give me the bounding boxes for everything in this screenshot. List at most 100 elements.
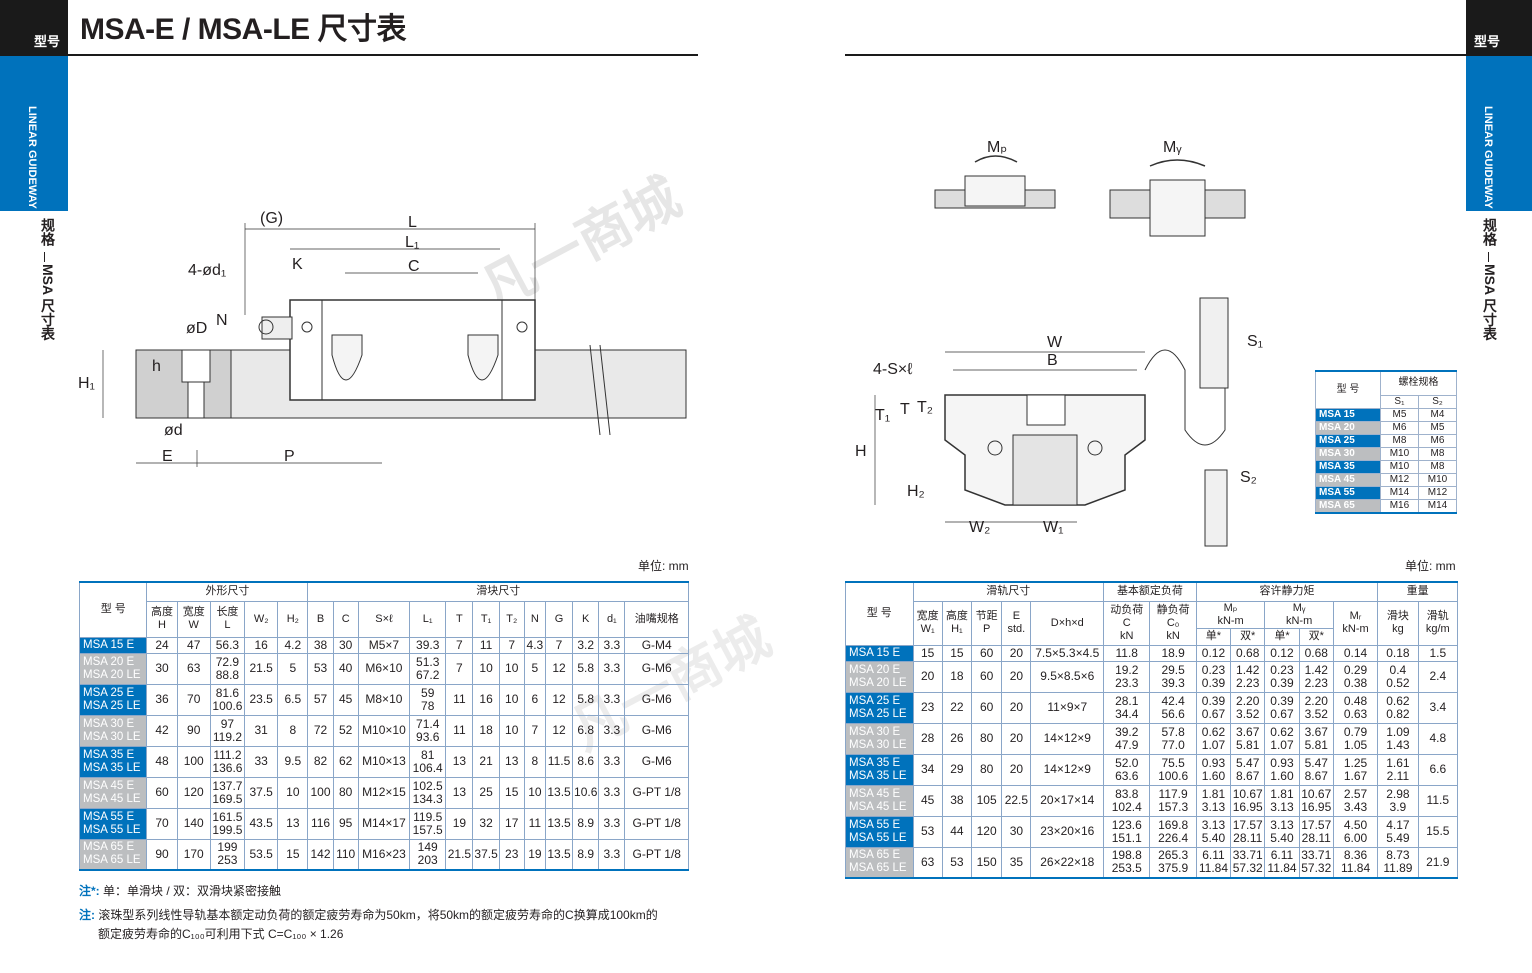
side-divider-right [1488, 252, 1489, 262]
row-value: 7 [445, 636, 474, 654]
row-value: 3.67 5.81 [1298, 722, 1334, 755]
row-value: 6.6 [1417, 753, 1459, 786]
row-value: 0.39 0.67 [1264, 691, 1300, 724]
row-value: 7 [544, 636, 574, 654]
rt-col-header: 高度 H₁ [941, 600, 973, 646]
lt-col-header: T [445, 600, 474, 638]
row-value: 15 [498, 776, 525, 809]
row-value: 13 [445, 776, 474, 809]
row-value: 119.5 157.5 [409, 807, 447, 840]
lt-col-header: G [544, 600, 574, 638]
row-model: MSA 30 E MSA 30 LE [78, 714, 148, 747]
bolt-model: MSA 25 [1315, 433, 1381, 448]
label-s1: S₁ [1247, 333, 1263, 350]
row-value: 2.20 3.52 [1298, 691, 1334, 724]
row-value: 8.9 [572, 807, 600, 840]
block-inner [321, 299, 503, 401]
header-tag-left-text: 型号 [33, 34, 60, 49]
bolt-connector [1144, 349, 1226, 446]
row-value: 13 [498, 745, 525, 778]
row-value: 120 [176, 776, 211, 809]
row-value: 80 [971, 753, 1003, 786]
row-value: 3.3 [598, 838, 626, 871]
bolt-s1-value: M14 [1379, 485, 1419, 500]
label-p: P [284, 448, 295, 465]
row-value: 2.57 3.43 [1332, 784, 1379, 817]
row-value: 1.25 1.67 [1332, 753, 1379, 786]
label-w: W [1047, 334, 1063, 351]
ball-return-right [467, 334, 499, 381]
row-value: 17 [498, 807, 525, 840]
row-value: 15.5 [1417, 815, 1459, 848]
row-value: 20 [1001, 691, 1032, 724]
row-value: 100 [307, 776, 334, 809]
row-value: 12 [544, 683, 574, 716]
row-value: 16 [244, 636, 279, 654]
rt-col-my: Mᵧ kN-m [1264, 600, 1334, 629]
bolt-model: MSA 30 [1315, 446, 1381, 461]
row-value: 123.6 151.1 [1103, 815, 1151, 848]
row-value: 62 [332, 745, 359, 778]
row-value: 0.39 0.67 [1195, 691, 1232, 724]
note-2b: 额定疲劳寿命的C₁₀₀可利用下式 C=C₁₀₀ × 1.26 [98, 927, 344, 941]
front-view-drawing: W B 4-S×ℓ T₁ T T₂ H H₂ W₂ W₁ S₁ S₂ [855, 297, 1263, 547]
bolt-model: MSA 20 [1315, 420, 1381, 435]
row-value: 0.62 1.07 [1195, 722, 1232, 755]
row-value: 10 [498, 683, 525, 716]
page-title: MSA-E / MSA-LE 尺寸表 [80, 13, 407, 46]
row-value: 48 [146, 745, 178, 778]
row-value: 3.13 5.40 [1195, 815, 1232, 848]
row-value: 17.57 28.11 [1230, 815, 1266, 848]
row-value: 0.48 0.63 [1332, 691, 1379, 724]
row-value: 44 [941, 815, 973, 848]
row-value: 0.79 1.05 [1332, 722, 1379, 755]
label-e: E [162, 448, 173, 465]
bolt-s2-value: M12 [1417, 485, 1458, 500]
row-value: 3.3 [598, 683, 626, 716]
row-value: 30 [332, 636, 359, 654]
my-arrow [1149, 159, 1206, 167]
label-s2: S₂ [1240, 469, 1257, 486]
row-value: 11 [445, 683, 474, 716]
row-value: 2.20 3.52 [1230, 691, 1266, 724]
lt-col-header: W₂ [244, 600, 279, 638]
row-value: 100 [176, 745, 211, 778]
bolt-model: MSA 55 [1315, 485, 1381, 500]
label-k: K [292, 256, 303, 273]
row-value: 5 [277, 652, 309, 685]
row-model: MSA 35 E MSA 35 LE [845, 753, 914, 786]
row-value: 15 [277, 838, 309, 871]
row-value: 70 [146, 807, 178, 840]
label-w2: W₂ [969, 519, 990, 536]
row-model: MSA 20 E MSA 20 LE [78, 652, 148, 685]
row-value: G-PT 1/8 [624, 838, 689, 871]
row-value: G-PT 1/8 [624, 776, 689, 809]
rt-col-header: D×h×d [1030, 600, 1105, 646]
row-value: 7.5×5.3×4.5 [1030, 644, 1105, 662]
row-value: 111.2 136.6 [209, 745, 246, 778]
row-value: 13.5 [544, 838, 574, 871]
row-value: 13.5 [544, 776, 574, 809]
row-value: 0.23 0.39 [1195, 660, 1232, 693]
row-value: 10.67 16.95 [1230, 784, 1266, 817]
label-b: B [1047, 352, 1058, 369]
row-value: 3.3 [598, 745, 626, 778]
row-value: 0.23 0.39 [1264, 660, 1300, 693]
rt-col-header: 动负荷 C kN [1103, 600, 1151, 646]
rt-col-header: E std. [1001, 600, 1032, 646]
row-value: 13 [277, 807, 309, 840]
row-value: 38 [307, 636, 334, 654]
row-value: 17.57 28.11 [1298, 815, 1334, 848]
row-value: 161.5 199.5 [209, 807, 246, 840]
row-value: 7 [523, 714, 546, 747]
row-value: 13 [445, 745, 474, 778]
rt-col-block: 滑块 kg [1377, 600, 1419, 646]
row-value: G-M6 [624, 652, 689, 685]
label-t1: T₁ [875, 407, 890, 424]
